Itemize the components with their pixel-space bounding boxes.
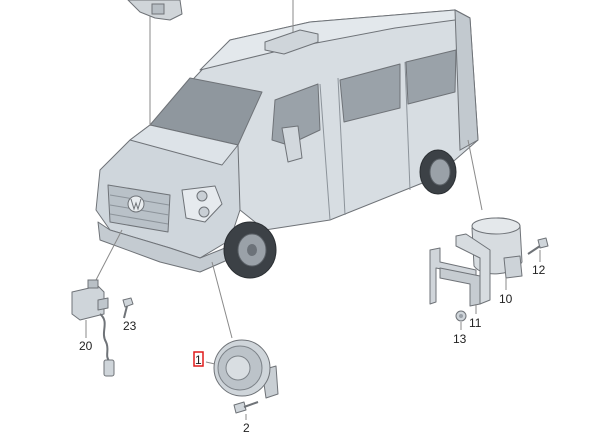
callout-13: 13 [453, 332, 467, 346]
callout-1-highlight-box [193, 351, 204, 367]
part-12-bolt [527, 237, 549, 262]
callout-10: 10 [499, 292, 513, 306]
van-illustration [95, 9, 479, 279]
callout-11: 11 [469, 316, 482, 330]
callout-23: 23 [123, 319, 137, 333]
part-13-nut [455, 310, 467, 330]
callout-12: 12 [532, 263, 546, 277]
part-1-horn [205, 339, 279, 399]
part-20-sensor [71, 279, 115, 377]
callout-2: 2 [243, 421, 250, 435]
part-23-bolt [122, 297, 134, 319]
callout-1: 1 [195, 353, 202, 367]
leader-lines [95, 0, 483, 339]
top-connector-part [127, 0, 183, 21]
callout-labels: 1 2 10 11 12 13 20 23 [79, 263, 546, 435]
part-11-bracket [429, 233, 491, 314]
callout-20: 20 [79, 339, 93, 353]
part-2-bolt [233, 401, 259, 420]
